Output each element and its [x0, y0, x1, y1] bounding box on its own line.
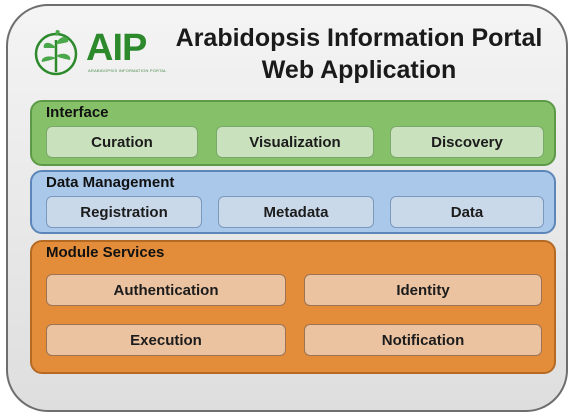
registration-box: Registration [46, 196, 202, 228]
page-title: Arabidopsis Information Portal Web Appli… [160, 22, 558, 86]
authentication-box: Authentication [46, 274, 286, 306]
title-line-2: Web Application [261, 56, 457, 84]
aip-logo: AIP ARABIDOPSIS INFORMATION PORTAL [30, 26, 166, 78]
logo-tagline: ARABIDOPSIS INFORMATION PORTAL [88, 68, 167, 73]
data-management-label: Data Management [46, 174, 175, 191]
discovery-box: Discovery [390, 126, 544, 158]
visualization-box: Visualization [216, 126, 374, 158]
data-box: Data [390, 196, 544, 228]
interface-panel: Interface Curation Visualization Discove… [30, 100, 556, 166]
plant-logo-icon [34, 29, 78, 76]
curation-box: Curation [46, 126, 198, 158]
module-services-label: Module Services [46, 244, 165, 261]
execution-box: Execution [46, 324, 286, 356]
data-management-panel: Data Management Registration Metadata Da… [30, 170, 556, 234]
module-services-panel: Module Services Authentication Identity … [30, 240, 556, 374]
logo-text: AIP [86, 27, 147, 69]
notification-box: Notification [304, 324, 542, 356]
title-line-1: Arabidopsis Information Portal [175, 24, 543, 52]
identity-box: Identity [304, 274, 542, 306]
metadata-box: Metadata [218, 196, 374, 228]
interface-label: Interface [46, 104, 109, 121]
